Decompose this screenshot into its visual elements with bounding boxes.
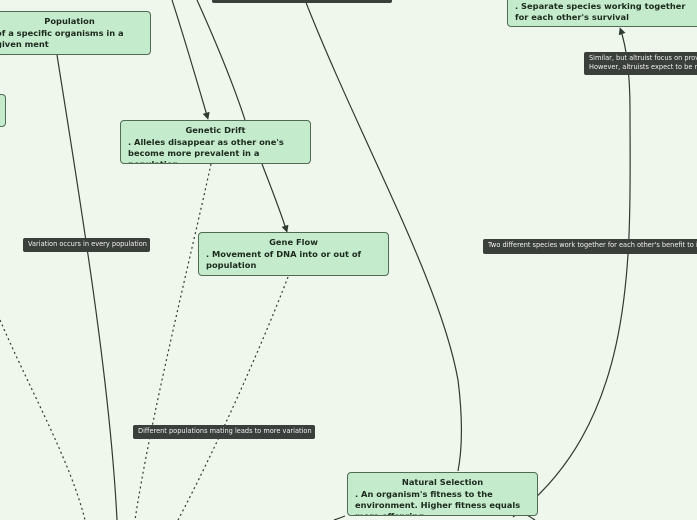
connector-natural-selection-to-mutualism — [512, 27, 631, 518]
mutualism-desc: . Separate species working together for … — [515, 1, 686, 22]
altruist-label-line2: However, altruists expect to be re — [589, 63, 697, 71]
genetic-drift-title: Genetic Drift — [185, 125, 246, 135]
natural-selection-desc: . An organism's fitness to the environme… — [355, 489, 521, 516]
offscreen-left-node[interactable] — [0, 94, 6, 127]
genetic-drift-desc: . Alleles disappear as other one's becom… — [128, 137, 284, 164]
population-title: Population — [44, 16, 95, 26]
variation-label[interactable]: Variation occurs in every population — [23, 238, 150, 252]
mutualism-node[interactable]: . Separate species working together for … — [507, 0, 697, 27]
top-node-edge — [212, 0, 392, 3]
natural-selection-node[interactable]: Natural Selection . An organism's fitnes… — [347, 472, 538, 516]
connector-into-gene-flow — [261, 163, 289, 233]
different-populations-label[interactable]: Different populations mating leads to mo… — [133, 425, 315, 439]
connector-into-natural-selection — [304, 0, 462, 472]
gene-flow-desc: . Movement of DNA into or out of populat… — [206, 249, 362, 270]
connector-genetic-drift-dotted — [134, 163, 212, 520]
connector-into-genetic-drift — [171, 0, 210, 120]
altruist-label-line1: Similar, but altruist focus on prov — [589, 54, 697, 62]
natural-selection-title: Natural Selection — [401, 477, 484, 487]
population-desc: of a specific organisms in a given ment — [0, 28, 124, 49]
connector-bottom-left-a — [333, 515, 346, 520]
connector-population-down — [56, 54, 118, 520]
connector-gene-flow-dotted — [177, 276, 289, 520]
gene-flow-title: Gene Flow — [269, 237, 318, 247]
altruist-label[interactable]: Similar, but altruist focus on prov Howe… — [584, 52, 697, 75]
connector-to-gene-flow-upper — [196, 0, 246, 121]
genetic-drift-node[interactable]: Genetic Drift . Alleles disappear as oth… — [120, 120, 311, 164]
two-species-label[interactable]: Two different species work together for … — [483, 239, 697, 254]
connector-left-dotted — [0, 319, 86, 520]
gene-flow-node[interactable]: Gene Flow . Movement of DNA into or out … — [198, 232, 389, 276]
population-node[interactable]: Population of a specific organisms in a … — [0, 11, 151, 55]
